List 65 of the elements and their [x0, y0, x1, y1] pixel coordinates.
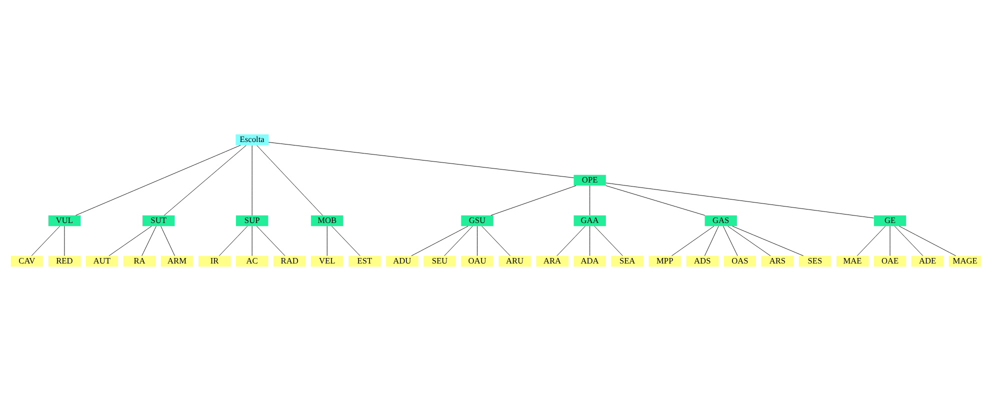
node-box: ADA [574, 256, 606, 267]
node-box: GAA [574, 215, 606, 226]
node-box: ADE [911, 256, 944, 267]
node-box: RA [123, 256, 156, 267]
node-box: MAGE [949, 256, 982, 267]
connector [218, 226, 248, 256]
connector [332, 226, 360, 256]
connector [326, 226, 328, 256]
node-box: SEU [424, 256, 456, 267]
connector [164, 145, 246, 216]
node-box: RAD [274, 256, 306, 267]
node-box: GSU [461, 215, 494, 226]
node-box: ADS [686, 256, 718, 267]
connector [606, 185, 706, 216]
node-box: OAS [724, 256, 756, 267]
connector [256, 226, 286, 256]
node-box: MAE [836, 256, 869, 267]
node-box: GAS [704, 215, 737, 226]
node-box: GE [874, 215, 906, 226]
connector [268, 142, 574, 178]
node-box: AC [236, 256, 268, 267]
connector [256, 145, 323, 216]
connector [894, 226, 924, 256]
connector [490, 185, 576, 216]
node-box: SES [798, 256, 832, 267]
node-box: OPE [574, 174, 606, 186]
node-box: VEL [311, 256, 344, 267]
node-box: VUL [48, 215, 81, 226]
connector [856, 226, 886, 256]
node-box: MPP [648, 256, 681, 267]
connector [672, 226, 714, 256]
node-box: CAV [10, 256, 43, 267]
connector [142, 226, 156, 256]
connector [898, 226, 956, 256]
node-box: ARA [536, 256, 568, 267]
node-box: ADU [386, 256, 418, 267]
connector [594, 226, 623, 256]
node-box: SUT [142, 215, 175, 226]
node-box: IR [198, 256, 231, 267]
node-box: SUP [236, 215, 268, 226]
connector [108, 226, 152, 256]
node-box: AUT [86, 256, 118, 267]
connector [482, 226, 510, 256]
node-box: OAE [874, 256, 906, 267]
node-box: EST [348, 256, 381, 267]
connector [728, 226, 771, 256]
node-box: ARM [160, 256, 194, 267]
connector [444, 226, 473, 256]
connector [732, 226, 804, 256]
node-box: SEA [611, 256, 644, 267]
node-box: OAU [461, 256, 494, 267]
connector [556, 226, 586, 256]
connector [31, 226, 60, 256]
node-box: ARU [498, 256, 531, 267]
connector [160, 226, 175, 256]
node-box: RED [48, 256, 81, 267]
connector [477, 226, 478, 256]
connector [411, 226, 468, 256]
connector [606, 182, 874, 218]
connector [722, 226, 738, 256]
node-box: MOB [311, 215, 344, 226]
connector [704, 226, 719, 256]
node-box: ARS [761, 256, 794, 267]
connector [76, 144, 241, 216]
node-box: Escolta [236, 134, 268, 146]
